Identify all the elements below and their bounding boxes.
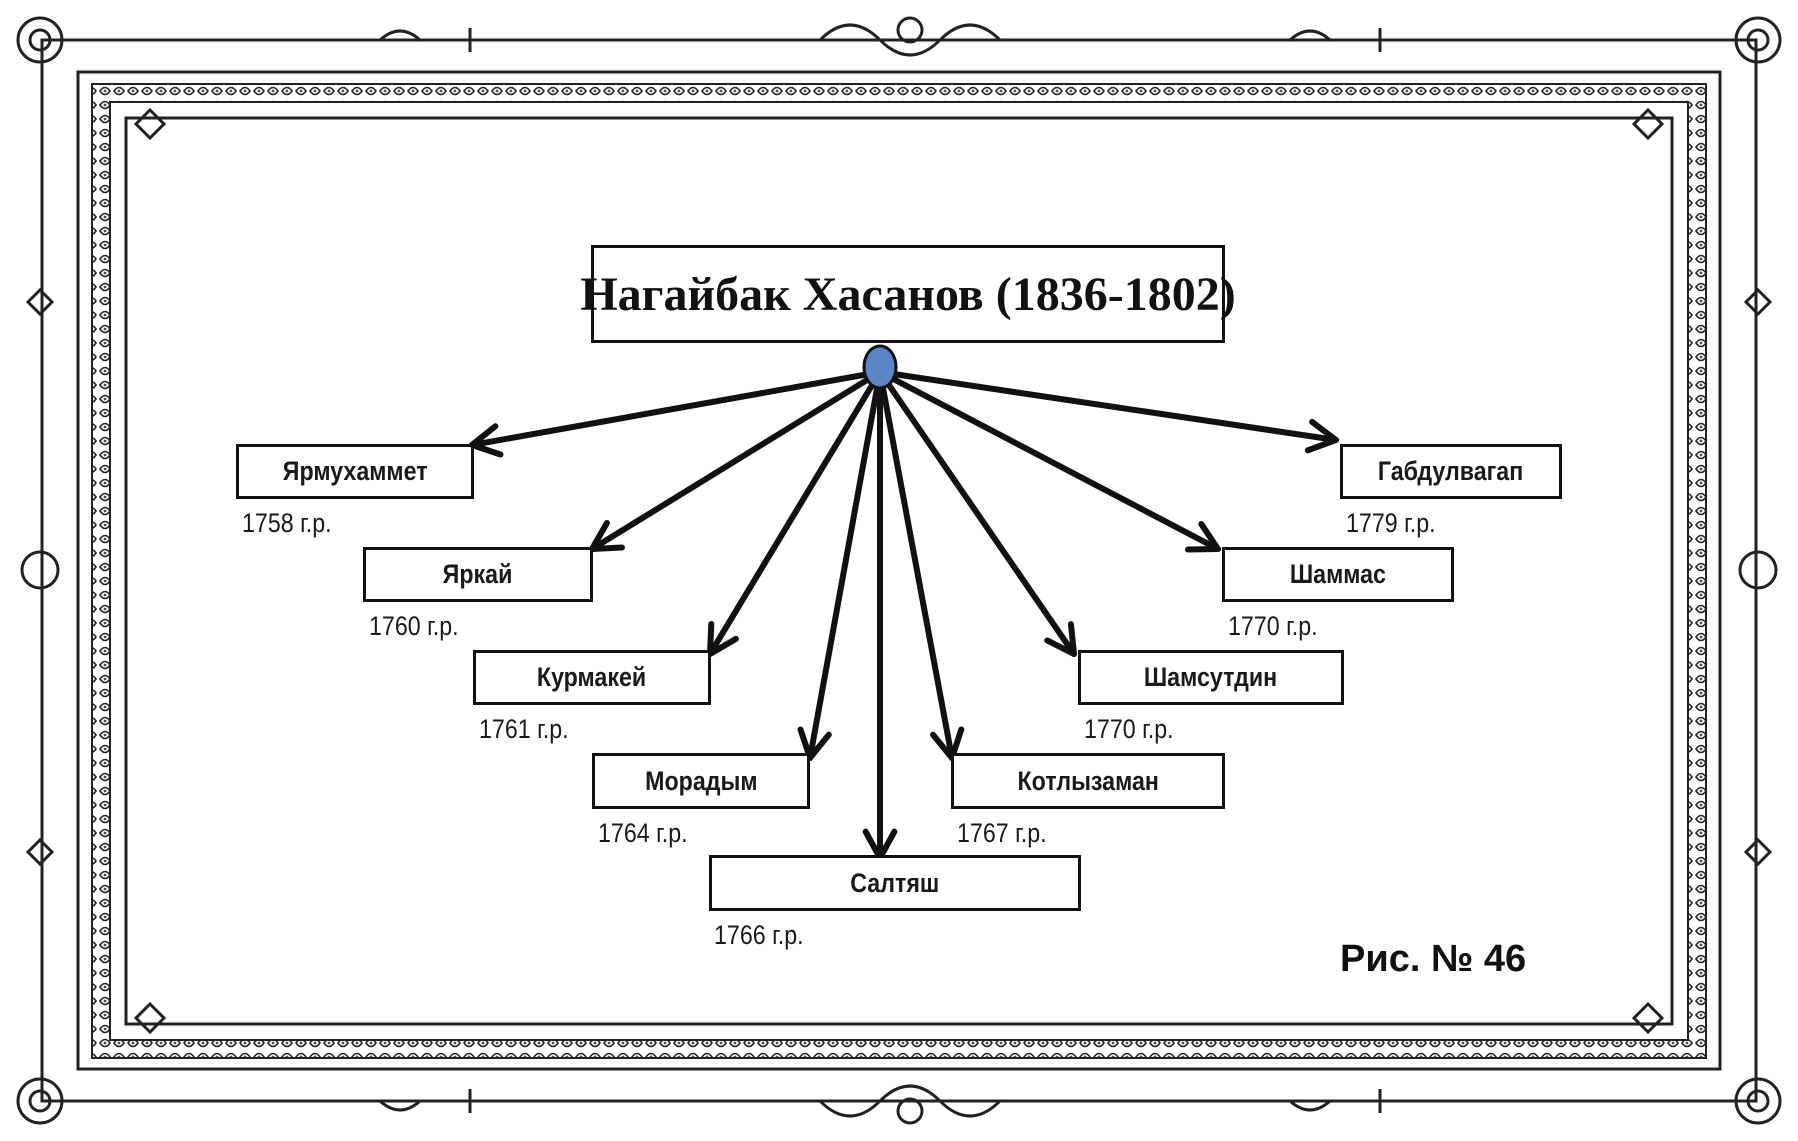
child-box: Шаммас: [1222, 547, 1454, 602]
child-birth-year: 1766 г.р.: [714, 920, 804, 950]
root-person-years: (1836-1802): [995, 267, 1236, 321]
child-name: Морадым: [644, 765, 758, 796]
child-box: Габдулвагап: [1340, 444, 1562, 499]
root-node: [862, 344, 898, 390]
child-birth-year: 1758 г.р.: [242, 508, 332, 538]
root-person-name: Нагайбак Хасанов (1836-1802): [580, 267, 1236, 321]
connector-line: [807, 369, 883, 761]
child-birth-year: 1770 г.р.: [1228, 611, 1318, 641]
connector-line: [589, 369, 883, 552]
connector-line: [877, 369, 1221, 552]
arrowhead: [1185, 521, 1221, 553]
child-box: Котлызаман: [951, 753, 1225, 809]
connector-line: [877, 369, 1339, 443]
root-person-box: Нагайбак Хасанов (1836-1802): [580, 245, 1236, 343]
child-name: Яркай: [443, 559, 513, 589]
child-birth-year: 1767 г.р.: [957, 818, 1047, 848]
child-name: Салтяш: [850, 867, 940, 898]
child-box: Яркай: [363, 547, 593, 602]
connector-line: [877, 369, 955, 761]
child-name: Курмакей: [537, 662, 647, 692]
child-birth-year: 1779 г.р.: [1346, 508, 1436, 538]
arrowhead: [1044, 621, 1077, 657]
child-box: Салтяш: [709, 855, 1081, 911]
child-birth-year: 1760 г.р.: [369, 611, 459, 641]
child-box: Ярмухаммет: [236, 444, 474, 499]
child-birth-year: 1770 г.р.: [1084, 714, 1174, 744]
child-box: Шамсутдин: [1078, 650, 1344, 705]
connector-line: [469, 369, 883, 448]
child-name: Ярмухаммет: [282, 456, 428, 486]
child-birth-year: 1764 г.р.: [598, 818, 688, 848]
arrowhead: [797, 726, 832, 761]
child-name: Габдулвагап: [1378, 456, 1524, 486]
child-name: Котлызаман: [1017, 765, 1159, 796]
child-box: Морадым: [592, 753, 810, 809]
child-box: Курмакей: [473, 650, 711, 705]
child-name: Шамсутдин: [1144, 662, 1278, 692]
connector-line: [707, 369, 883, 657]
connector-line: [877, 369, 1077, 657]
arrowhead: [1304, 418, 1339, 454]
child-birth-year: 1761 г.р.: [479, 714, 569, 744]
figure-caption: Рис. № 46: [1340, 938, 1527, 980]
child-name: Шаммас: [1289, 559, 1387, 589]
